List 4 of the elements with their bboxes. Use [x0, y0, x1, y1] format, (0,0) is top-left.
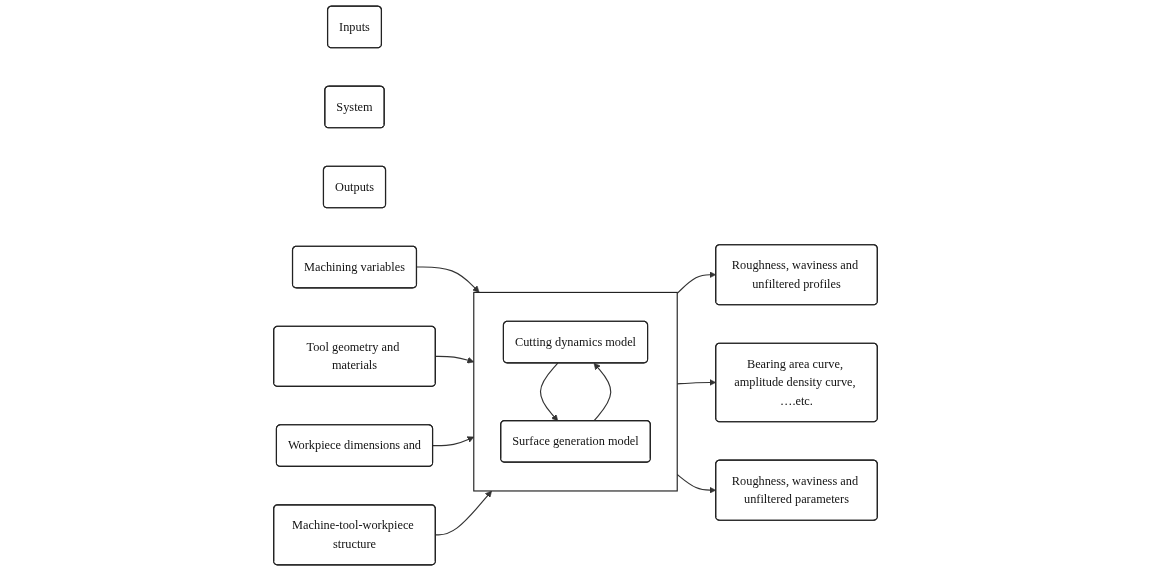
- arrow: [676, 271, 716, 294]
- cluster: [473, 291, 678, 492]
- arrow: [539, 362, 559, 422]
- arrow: [593, 362, 612, 422]
